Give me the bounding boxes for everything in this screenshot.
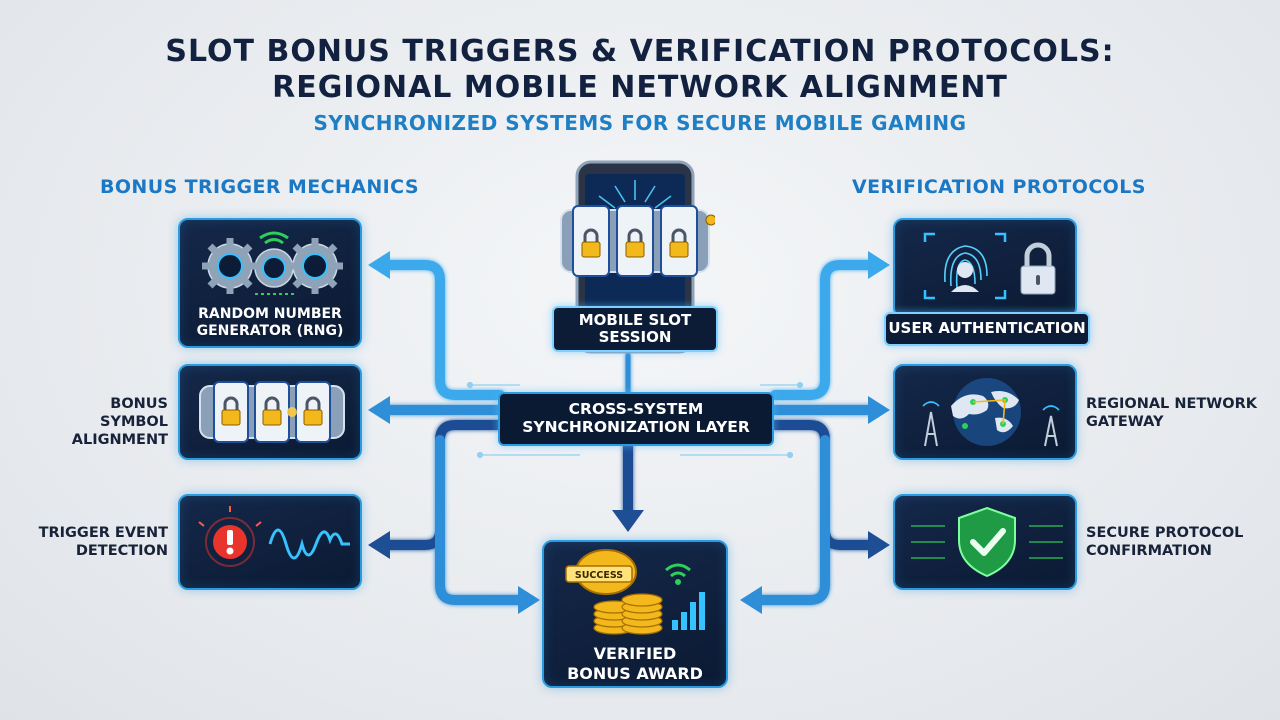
trigger-label-line-1: TRIGGER EVENT xyxy=(38,525,168,541)
title-line-1: SLOT BONUS TRIGGERS & VERIFICATION PROTO… xyxy=(165,34,1115,69)
arrow-to-award-left xyxy=(435,435,525,605)
title-line-2: REGIONAL MOBILE NETWORK ALIGNMENT xyxy=(272,70,1008,105)
secure-label-line-1: SECURE PROTOCOL xyxy=(1086,525,1244,541)
gateway-panel xyxy=(893,364,1077,460)
gateway-label-line-1: REGIONAL NETWORK xyxy=(1086,396,1257,412)
rng-label-line-1: RANDOM NUMBER xyxy=(198,306,342,322)
bonus-symbol-panel xyxy=(178,364,362,460)
success-badge: SUCCESS xyxy=(575,570,623,581)
rng-panel: RANDOM NUMBER GENERATOR (RNG) xyxy=(178,218,362,348)
gateway-label: REGIONAL NETWORK GATEWAY xyxy=(1086,395,1266,431)
bonus-symbol-label: BONUS SYMBOL ALIGNMENT xyxy=(42,395,168,449)
user-auth-label: USER AUTHENTICATION xyxy=(884,312,1090,346)
arrow-to-rng xyxy=(380,260,505,400)
award-label-line-2: BONUS AWARD xyxy=(567,664,703,683)
mobile-phone-icon xyxy=(560,160,715,354)
sync-label-line-1: CROSS-SYSTEM xyxy=(568,400,704,419)
bonus-symbol-label-line-1: BONUS SYMBOL xyxy=(100,396,168,431)
coins-success-icon: SUCCESS xyxy=(565,549,705,635)
slot-reels-icon xyxy=(199,381,345,443)
award-label-line-1: VERIFIED xyxy=(593,644,677,663)
rng-label-line-2: GENERATOR (RNG) xyxy=(196,322,344,339)
arrow-to-award-right xyxy=(755,435,830,605)
fingerprint-lock-icon xyxy=(923,232,1056,300)
mobile-label-line-2: SESSION xyxy=(598,328,672,346)
bonus-award-panel: SUCCESS VERIFIED BONUS AWARD xyxy=(542,540,728,688)
trigger-label-line-2: DETECTION xyxy=(75,543,168,560)
right-section-title: VERIFICATION PROTOCOLS xyxy=(852,176,1146,198)
secure-label: SECURE PROTOCOL CONFIRMATION xyxy=(1086,524,1266,560)
globe-tower-icon xyxy=(922,378,1060,447)
trigger-panel xyxy=(178,494,362,590)
secure-label-line-2: CONFIRMATION xyxy=(1086,543,1212,560)
mobile-label-line-1: MOBILE SLOT xyxy=(578,310,692,329)
sync-layer-label: CROSS-SYSTEM SYNCHRONIZATION LAYER xyxy=(498,392,774,446)
trigger-label: TRIGGER EVENT DETECTION xyxy=(30,524,168,560)
bonus-symbol-label-line-2: ALIGNMENT xyxy=(71,432,168,449)
auth-panel xyxy=(893,218,1077,318)
left-section-title: BONUS TRIGGER MECHANICS xyxy=(100,176,419,198)
sync-label-line-2: SYNCHRONIZATION LAYER xyxy=(522,418,750,436)
mobile-slot-session-label: MOBILE SLOT SESSION xyxy=(552,306,718,352)
gateway-label-line-2: GATEWAY xyxy=(1086,414,1164,431)
gears-icon xyxy=(202,231,343,295)
secure-panel xyxy=(893,494,1077,590)
alert-waveform-icon xyxy=(198,506,350,567)
arrow-to-auth xyxy=(770,260,875,400)
shield-check-icon xyxy=(911,506,1063,578)
subtitle: SYNCHRONIZED SYSTEMS FOR SECURE MOBILE G… xyxy=(313,111,967,135)
